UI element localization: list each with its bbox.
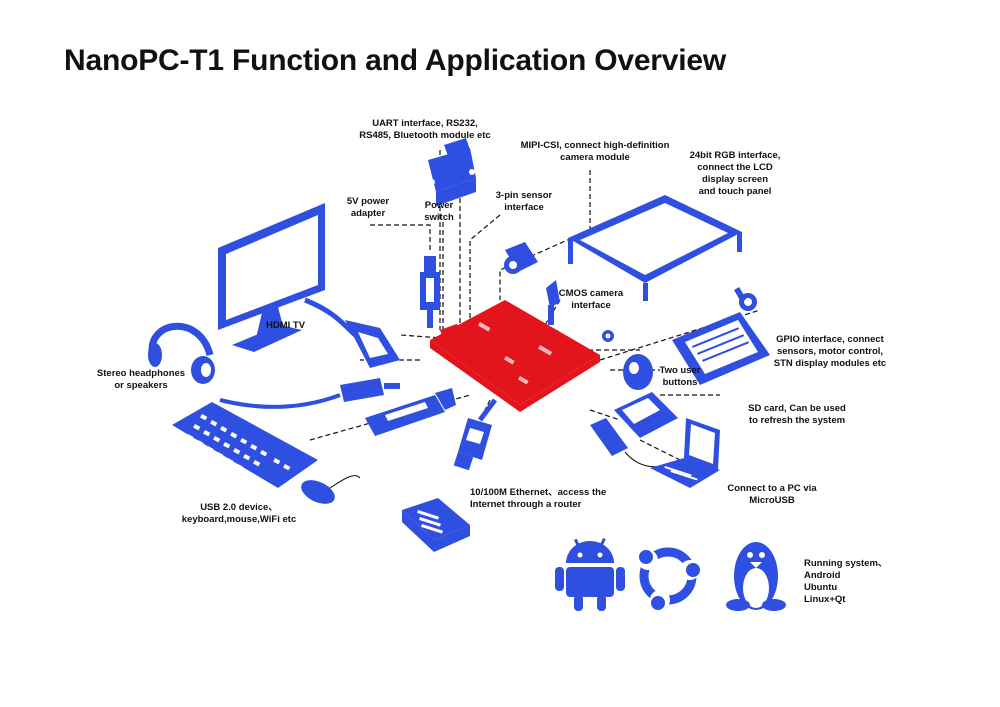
pc-label-line: MicroUSB (749, 495, 795, 506)
mipi-label-line: camera module (560, 152, 630, 163)
headphones-label-line: or speakers (114, 380, 168, 391)
gpio-label-line: STN display modules etc (773, 358, 887, 369)
os-label-line: Running system、 (804, 558, 888, 569)
gpio-label-line: GPIO interface, connect (776, 334, 884, 345)
monitor-icon (218, 203, 325, 352)
os-label-line: Ubuntu (804, 582, 838, 593)
cmos-label: CMOS camera interface (556, 288, 626, 312)
audio-jack-icon (219, 378, 400, 409)
lcd-panel-icon (568, 195, 742, 301)
headphones-icon (148, 322, 215, 384)
os-label-line: Android (804, 570, 841, 581)
mouse-icon (301, 475, 361, 504)
ethernet-cable-icon (453, 398, 497, 471)
rgb-label-line: connect the LCD (697, 162, 773, 173)
os-label-line: Linux+Qt (804, 594, 846, 605)
camera-module-icon (504, 242, 538, 274)
rgb-label-line: 24bit RGB interface, (689, 150, 781, 161)
rgb-label-line: and touch panel (698, 186, 772, 197)
page-title: NanoPC-T1 Function and Application Overv… (64, 44, 727, 77)
ethernet-label-line: 10/100M Ethernet、access the (470, 487, 607, 498)
usb-plug-icon (365, 388, 456, 436)
hdmi-label-line: HDMI TV (266, 320, 306, 331)
cmos-camera-icon (546, 280, 560, 325)
powersw-label-line: switch (424, 212, 454, 223)
potentiometer-icon (734, 287, 757, 311)
powersw-label: Power switch (414, 200, 464, 224)
uart-label: UART interface, RS232, RS485, Bluetooth … (350, 118, 500, 142)
db9-connector-icon (428, 138, 476, 206)
sensor-label-line: 3-pin sensor (495, 190, 553, 201)
power5v-label: 5V power adapter (338, 196, 398, 220)
sdcard-label-line: SD card, Can be used (748, 403, 846, 414)
hdmi-label: HDMI TV (266, 320, 305, 332)
sensor-label: 3-pin sensor interface (488, 190, 560, 214)
router-icon (402, 498, 470, 552)
headphones-label-line: Stereo headphones (96, 368, 186, 379)
cmos-label-line: interface (571, 300, 611, 311)
usb-label-line: USB 2.0 device、 (200, 502, 278, 513)
sd-card-icon (614, 392, 678, 438)
buttons-label: Two user buttons (654, 365, 706, 389)
uart-label-line: UART interface, RS232, (372, 118, 478, 129)
rgb-label-line: display screen (701, 174, 768, 185)
mipi-label: MIPI-CSI, connect high-definition camera… (510, 140, 680, 164)
rgb-label: 24bit RGB interface, connect the LCD dis… (680, 150, 790, 198)
os-label: Running system、 Android Ubuntu Linux+Qt (804, 558, 887, 606)
tux-icon (726, 542, 786, 611)
uart-label-line: RS485, Bluetooth module etc (359, 130, 491, 141)
buttons-icon (602, 330, 653, 390)
hdmi-cable-icon (304, 297, 400, 368)
usb-label: USB 2.0 device、 keyboard,mouse,WiFi etc (176, 502, 302, 526)
buttons-label-line: buttons (662, 377, 698, 388)
gpio-label-line: sensors, motor control, (776, 346, 884, 357)
ethernet-label-line: Internet through a router (470, 499, 582, 510)
headphones-label: Stereo headphones or speakers (96, 368, 186, 392)
gpio-label: GPIO interface, connect sensors, motor c… (770, 334, 890, 370)
sensor-label-line: interface (504, 202, 544, 213)
power5v-label-line: adapter (350, 208, 386, 219)
ethernet-label: 10/100M Ethernet、access the Internet thr… (470, 487, 606, 511)
buttons-label-line: Two user (659, 365, 701, 376)
sdcard-label-line: to refresh the system (748, 415, 846, 426)
power5v-label-line: 5V power (346, 196, 390, 207)
powersw-label-line: Power (424, 200, 454, 211)
ubuntu-icon (638, 547, 700, 610)
cmos-label-line: CMOS camera (558, 288, 624, 299)
lcd-module-icon (672, 312, 770, 385)
android-icon (555, 538, 625, 611)
pc-label-line: Connect to a PC via (727, 483, 817, 494)
nanopc-board-icon (430, 300, 600, 412)
keyboard-icon (172, 402, 318, 488)
sdcard-label: SD card, Can be used to refresh the syst… (742, 403, 852, 427)
usb-label-line: keyboard,mouse,WiFi etc (181, 514, 297, 525)
pc-label: Connect to a PC via MicroUSB (722, 483, 822, 507)
laptop-icon (650, 418, 720, 488)
power-plug-icon (420, 256, 440, 328)
mipi-label-line: MIPI-CSI, connect high-definition (520, 140, 670, 151)
